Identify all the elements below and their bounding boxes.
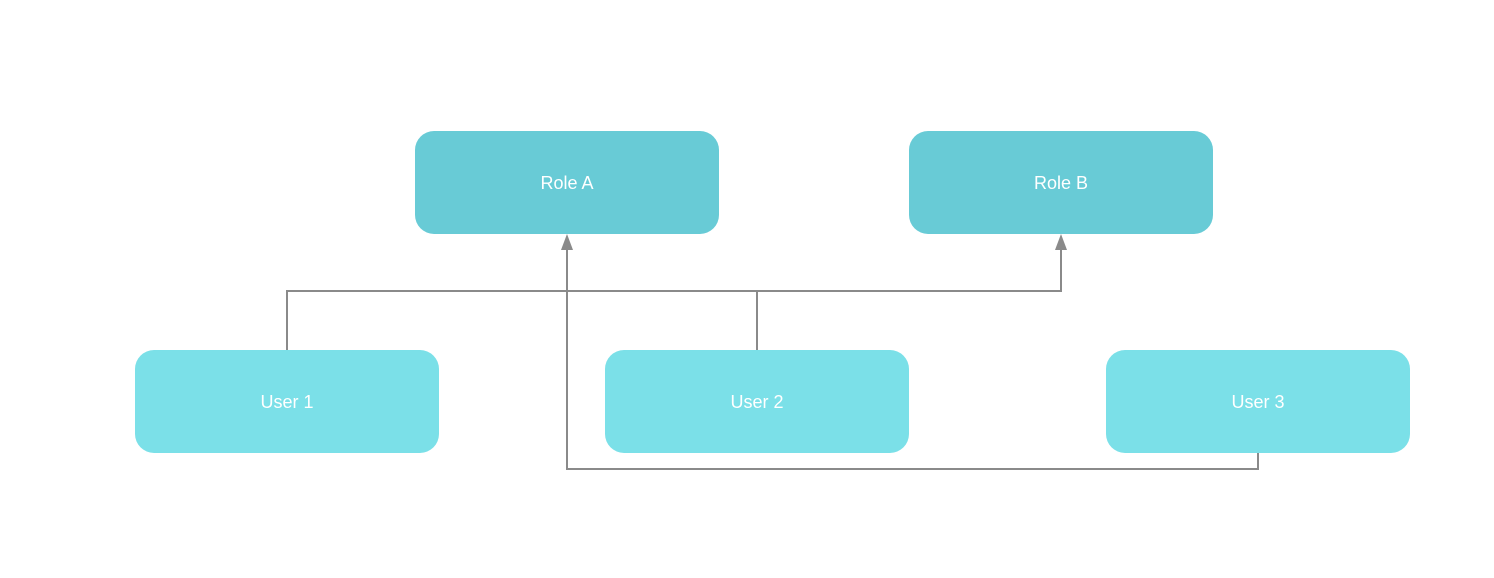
- node-role-a[interactable]: Role A: [415, 131, 719, 234]
- arrowhead-into-role-b-icon: [1055, 234, 1067, 250]
- arrowhead-into-role-a-icon: [561, 234, 573, 250]
- node-user-3-label: User 3: [1231, 391, 1285, 412]
- node-role-b[interactable]: Role B: [909, 131, 1213, 234]
- node-user-3[interactable]: User 3: [1106, 350, 1410, 453]
- node-user-2-label: User 2: [730, 391, 784, 412]
- node-role-a-label: Role A: [540, 172, 594, 193]
- node-user-2[interactable]: User 2: [605, 350, 909, 453]
- node-user-1-label: User 1: [260, 391, 314, 412]
- node-role-b-label: Role B: [1033, 172, 1089, 193]
- connector-users-to-role-b[interactable]: [286, 248, 1062, 351]
- node-user-1[interactable]: User 1: [135, 350, 439, 453]
